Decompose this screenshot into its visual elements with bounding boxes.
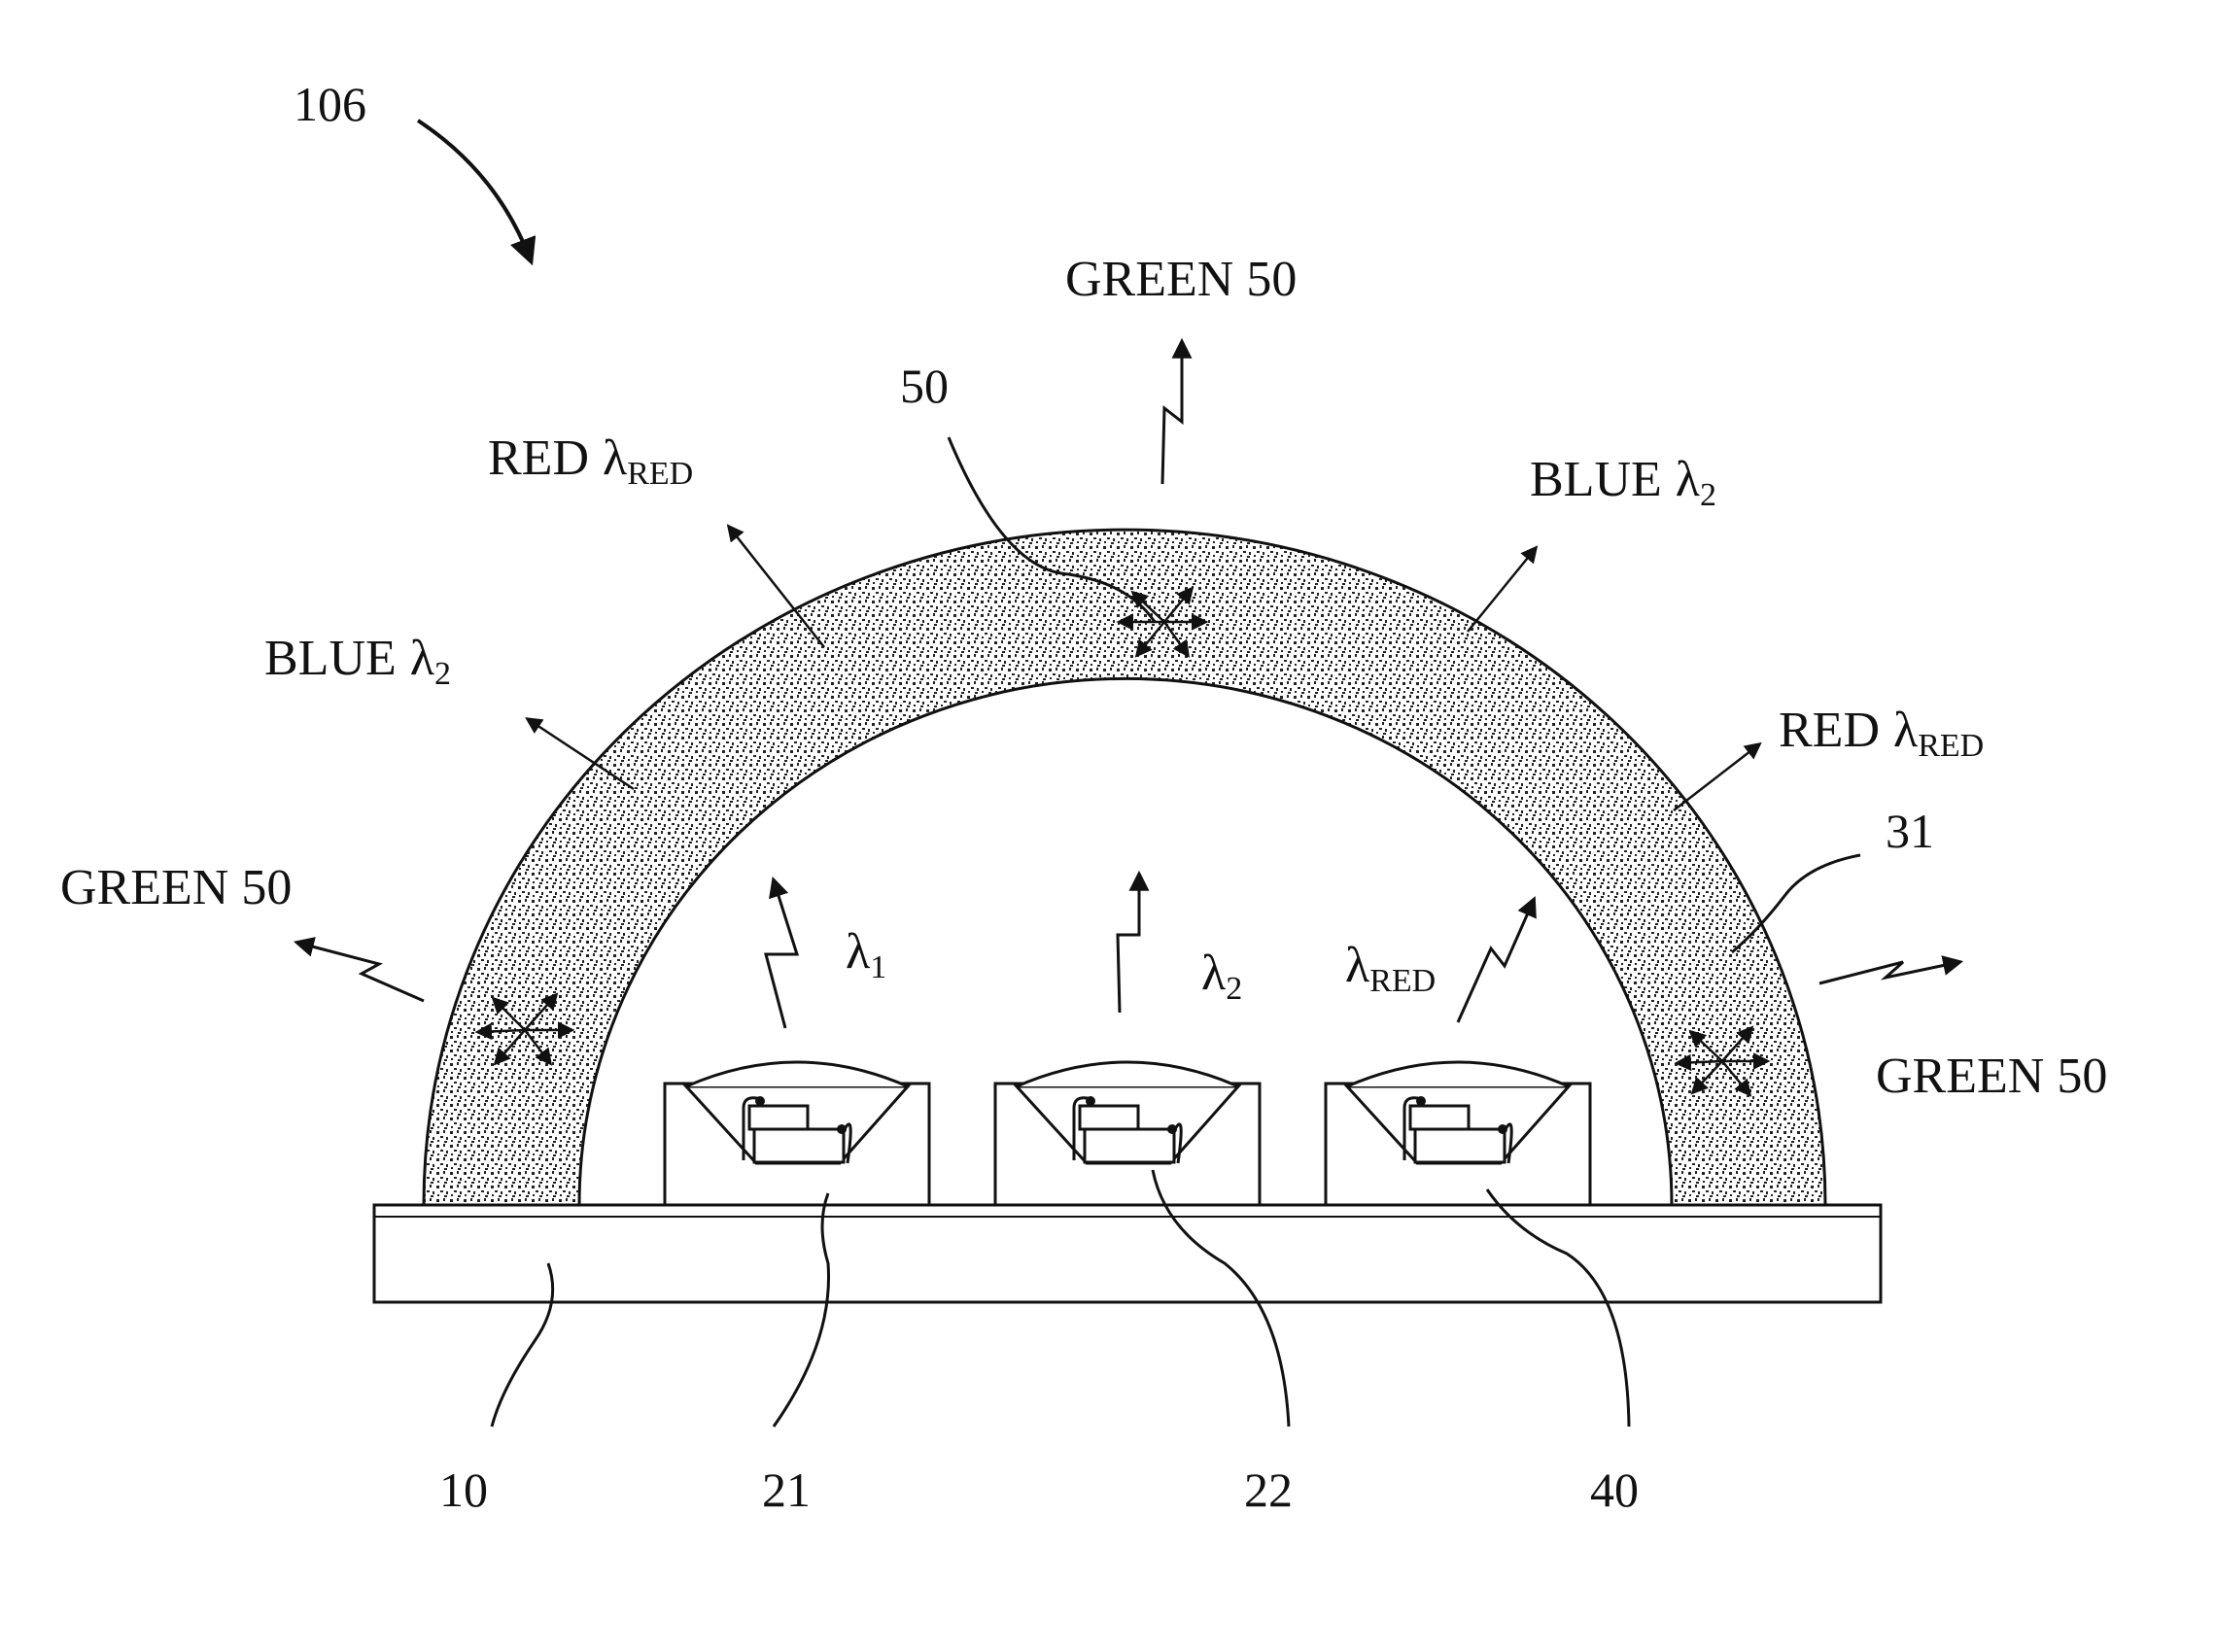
- label-blue-left: BLUEλ2: [264, 631, 451, 692]
- label-green-top: GREEN 50: [1065, 252, 1297, 307]
- blue-arrow-right: [1468, 548, 1536, 632]
- label-green-right: GREEN 50: [1876, 1049, 2107, 1104]
- led-package-40: [1326, 1062, 1590, 1205]
- photon-arrow-lambda2: [1118, 875, 1139, 1013]
- led-package-22: [995, 1062, 1260, 1205]
- red-arrow-right: [1674, 744, 1759, 810]
- label-green-left: GREEN 50: [60, 860, 292, 915]
- led-package-21: [665, 1062, 929, 1205]
- label-red-left: REDλRED: [488, 430, 693, 492]
- ref-21: 21: [762, 1463, 811, 1517]
- ref-40: 40: [1590, 1463, 1639, 1517]
- ref-31: 31: [1886, 804, 1934, 858]
- figure-ref-arrow: [418, 120, 531, 260]
- label-lambda-1: λ1: [846, 924, 886, 985]
- figure-number: 106: [294, 77, 366, 131]
- ref-50: 50: [900, 359, 949, 413]
- green-arrow-top: [1162, 342, 1182, 484]
- label-blue-right: BLUEλ2: [1530, 452, 1716, 513]
- photon-arrow-lambda1: [766, 880, 797, 1028]
- ref-22: 22: [1244, 1463, 1293, 1517]
- photon-arrow-lambda-red: [1458, 900, 1534, 1022]
- green-arrow-right: [1819, 962, 1959, 983]
- label-lambda-2: λ2: [1201, 946, 1242, 1007]
- green-arrow-left: [297, 943, 424, 1001]
- substrate-board: [374, 1205, 1881, 1302]
- label-red-right: REDλRED: [1779, 703, 1984, 764]
- ref-10: 10: [439, 1463, 488, 1517]
- label-lambda-red: λRED: [1345, 938, 1436, 999]
